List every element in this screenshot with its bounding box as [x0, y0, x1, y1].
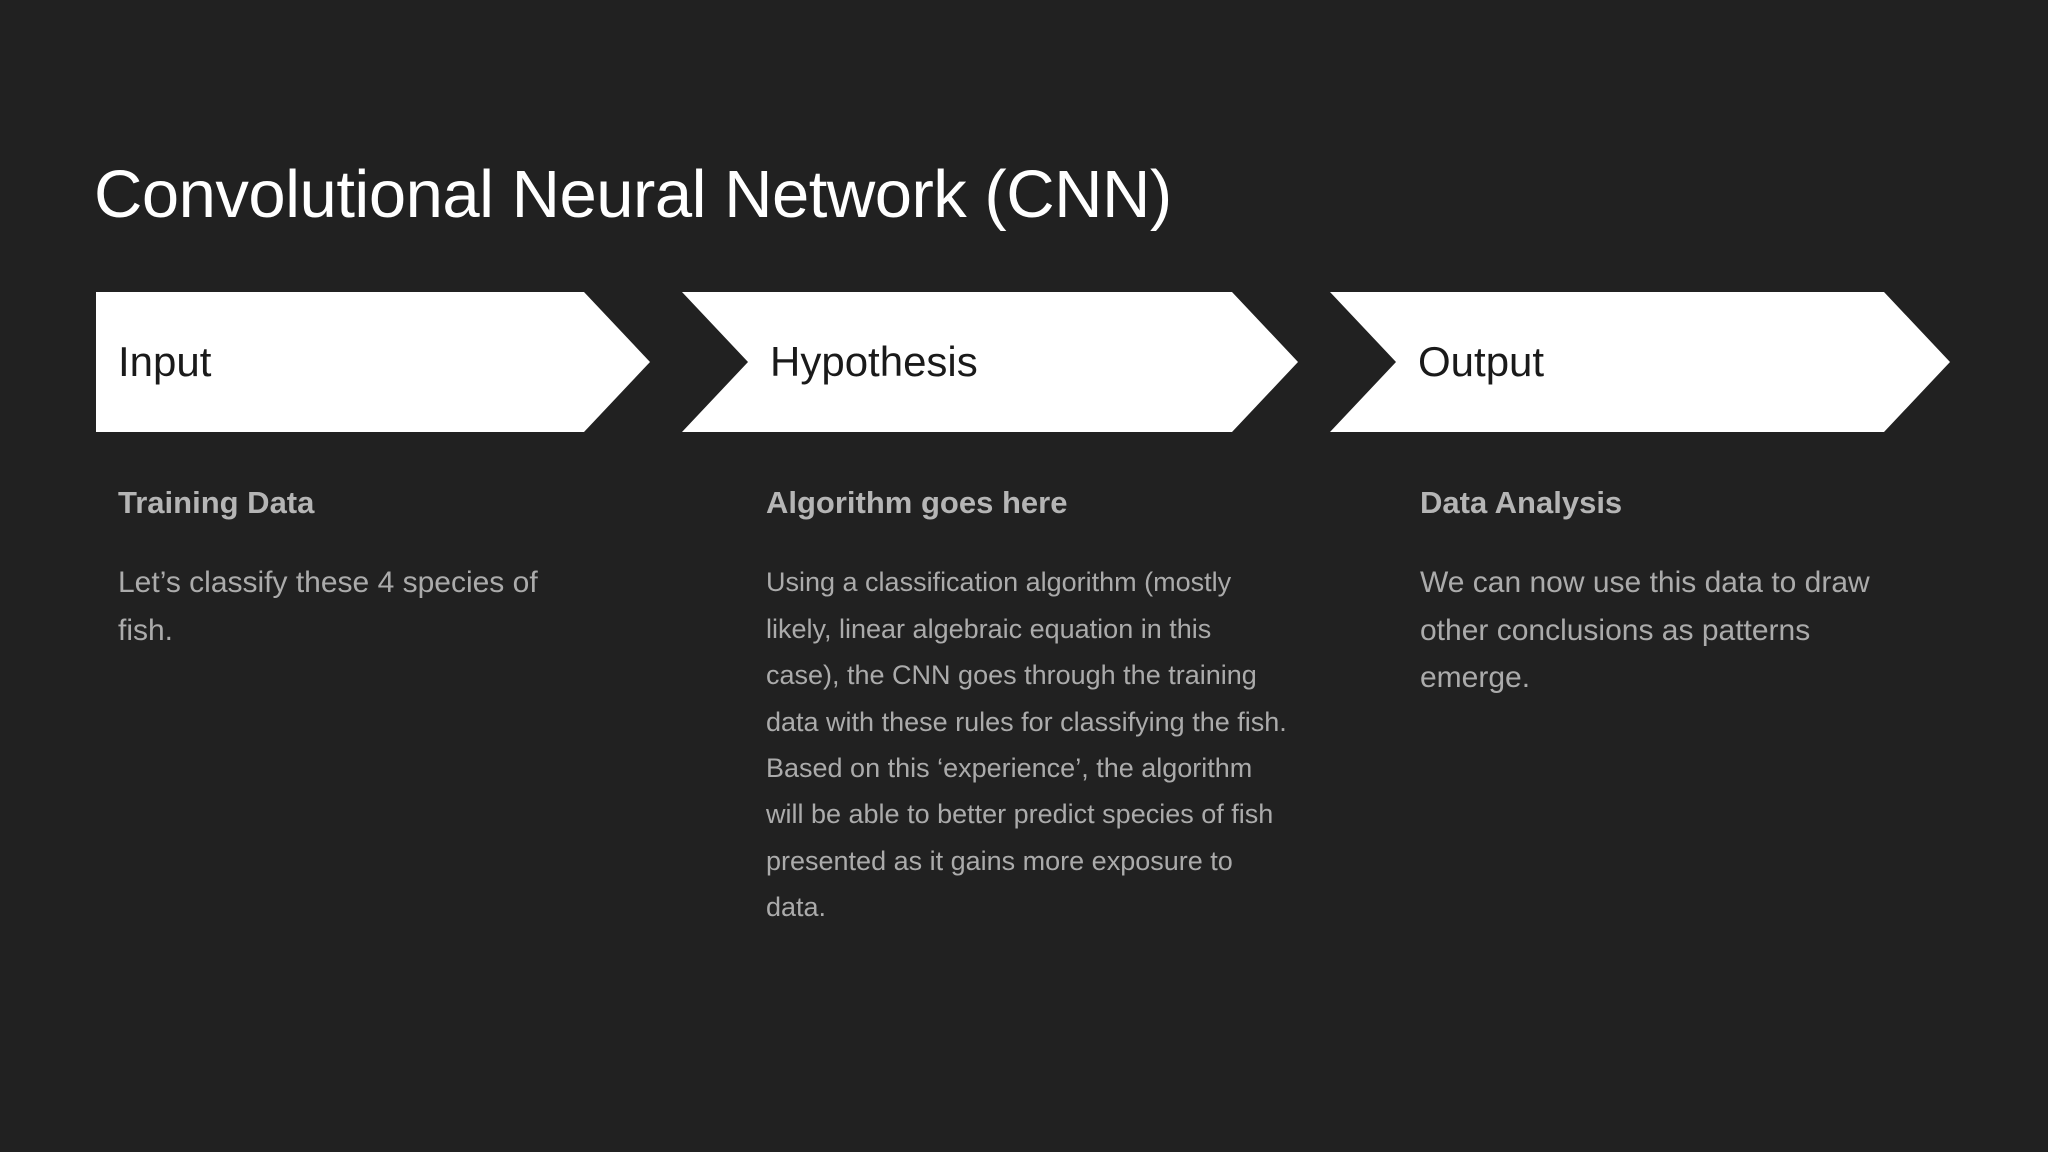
stage-banner-output[interactable]: Output	[1330, 292, 1950, 432]
column-body-text: We can now use this data to draw other c…	[1420, 566, 1870, 694]
stage-description-columns: Training Data Let’s classify these 4 spe…	[0, 484, 2048, 1104]
stage-banner-label: Input	[118, 338, 212, 385]
column-heading: Data Analysis	[1420, 485, 1623, 520]
column-body-text: Let’s classify these 4 species of fish.	[118, 566, 538, 647]
stage-banner-hypothesis[interactable]: Hypothesis	[682, 292, 1298, 432]
column-body-text: Using a classification algorithm (mostly…	[766, 567, 1287, 923]
column-heading: Algorithm goes here	[766, 485, 1068, 520]
stage-banner-input[interactable]: Input	[96, 292, 650, 432]
stage-banner-label: Output	[1418, 338, 1545, 385]
stage-column-data-analysis: Data Analysis We can now use this data t…	[1420, 484, 1920, 701]
page-title: Convolutional Neural Network (CNN)	[94, 156, 1172, 232]
process-flow-banner: Input Hypothesis Output	[0, 292, 2048, 432]
stage-column-training-data: Training Data Let’s classify these 4 spe…	[118, 484, 548, 654]
column-heading: Training Data	[118, 485, 315, 520]
stage-banner-label: Hypothesis	[770, 338, 978, 385]
stage-column-algorithm: Algorithm goes here Using a classificati…	[766, 484, 1288, 931]
